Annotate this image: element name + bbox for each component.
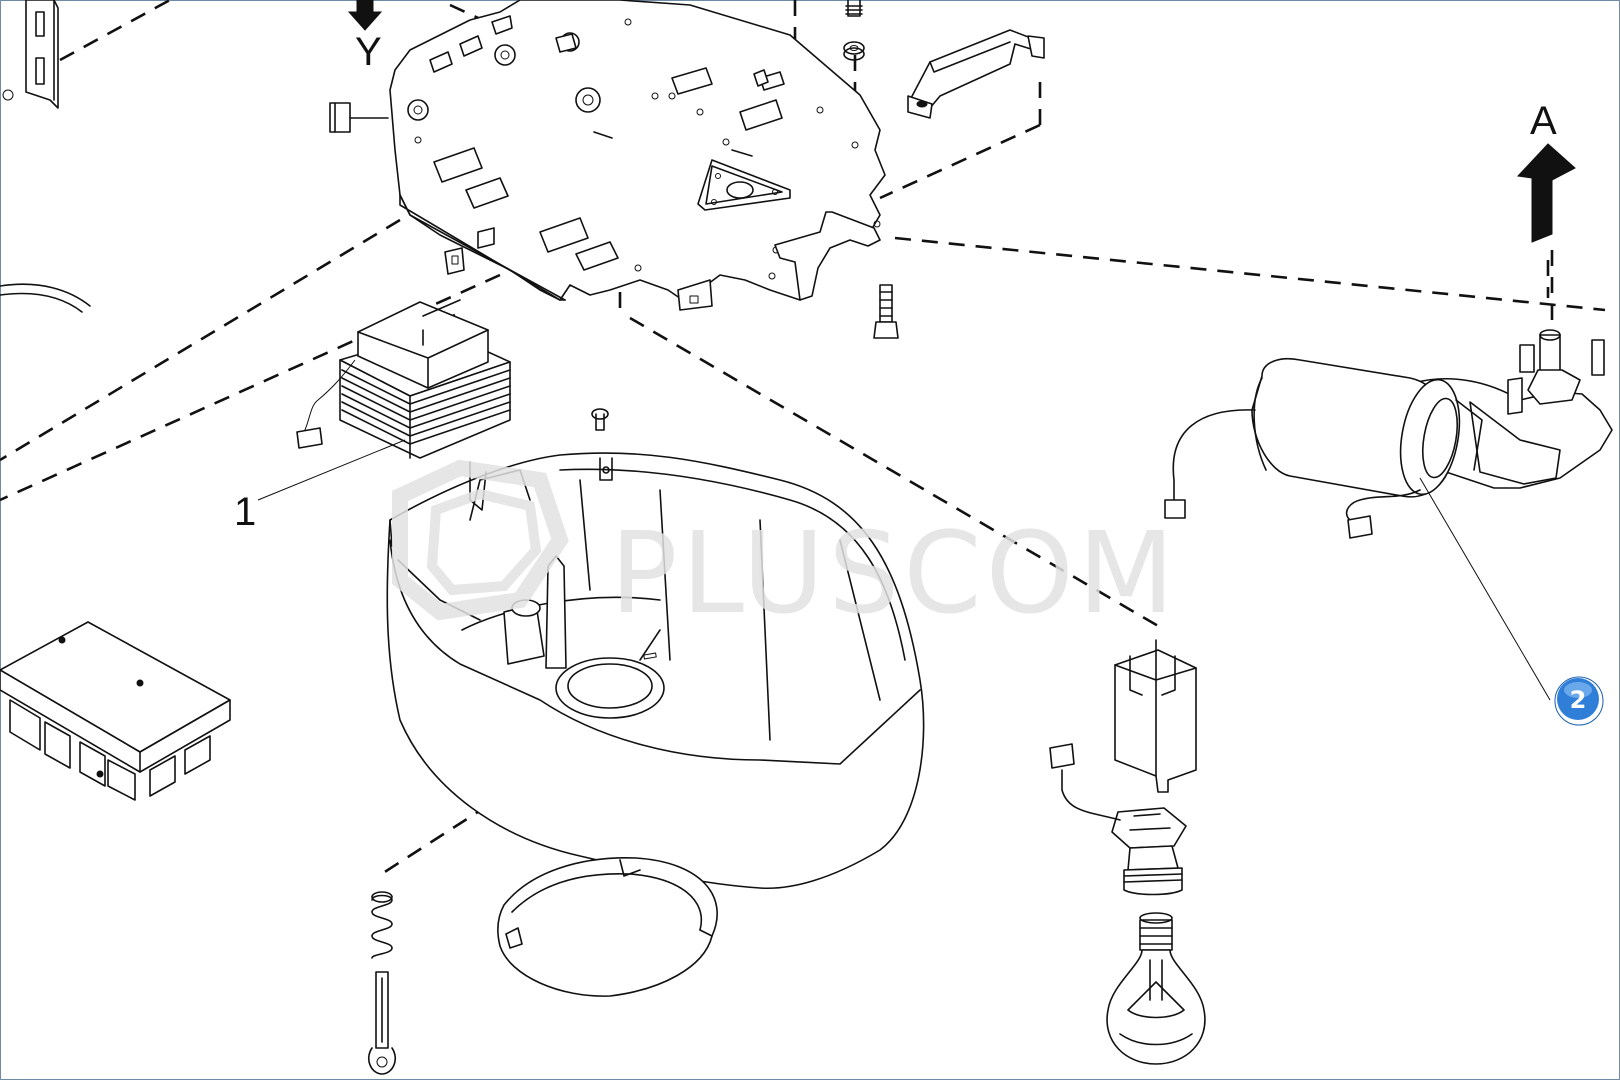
a-direction-arrow — [1516, 143, 1576, 298]
lamp-socket — [1049, 743, 1187, 896]
part-1-leader — [257, 439, 406, 501]
part-2-badge: 2 — [1554, 676, 1604, 726]
screw-top — [845, 0, 863, 17]
u-bracket — [907, 29, 1045, 119]
spring — [371, 891, 393, 959]
a-axis-label: A — [1530, 99, 1557, 143]
plunger-pin — [367, 971, 397, 1075]
watermark: PLUSCOM — [392, 459, 1178, 639]
light-bulb — [1106, 912, 1206, 1065]
part-1-label: 1 — [234, 490, 256, 534]
y-direction-arrow — [347, 0, 383, 31]
mounting-bracket-left — [2, 0, 59, 109]
part-2-label: 2 — [1570, 686, 1587, 714]
watermark-text: PLUSCOM — [610, 509, 1178, 639]
partial-arc-left — [0, 283, 91, 307]
light-lens — [497, 857, 718, 997]
small-pin — [591, 408, 609, 431]
y-axis-label: Y — [355, 30, 382, 74]
washer — [843, 41, 865, 61]
lamp-socket-bracket — [1114, 639, 1197, 793]
transformer — [296, 299, 511, 459]
plug-cap — [329, 102, 389, 133]
chassis-plate — [389, 0, 886, 311]
motor-assembly — [1164, 329, 1613, 701]
bolt-center — [873, 284, 899, 339]
circuit-board — [0, 621, 231, 801]
